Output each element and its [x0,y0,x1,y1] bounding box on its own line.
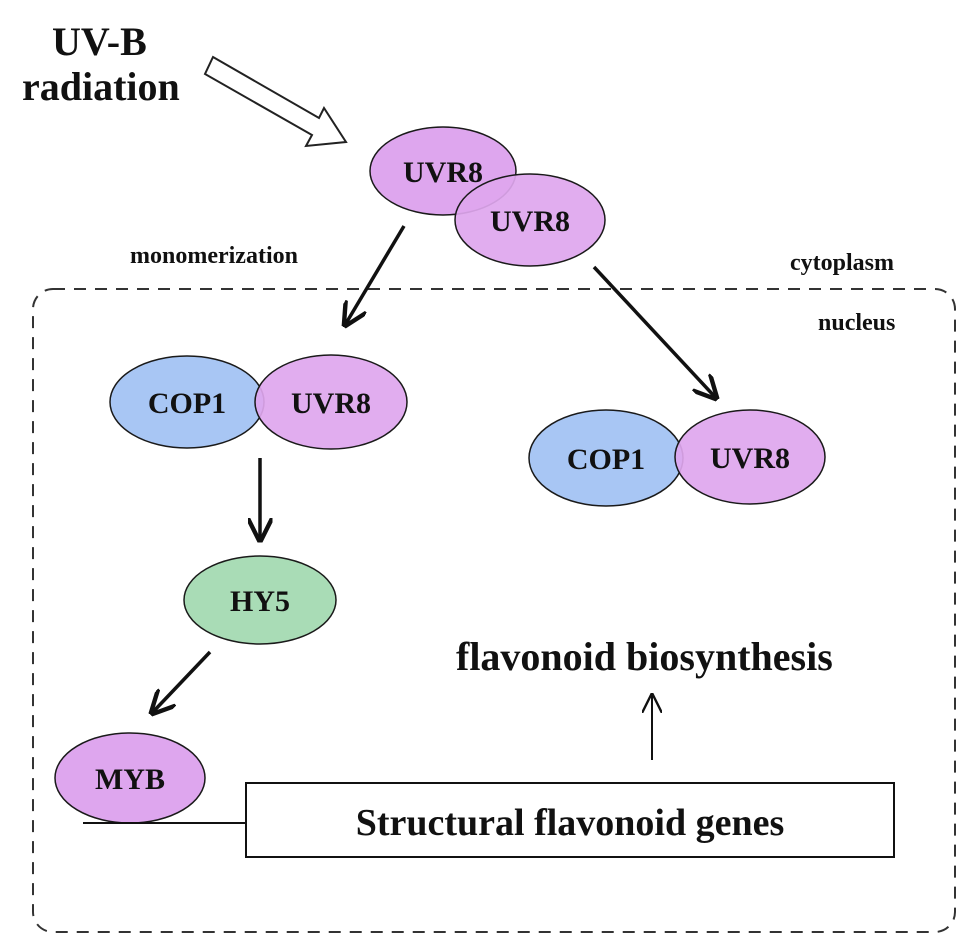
nucleus-label: nucleus [818,310,895,336]
cytoplasm-label: cytoplasm [790,250,894,276]
right-uvr8-ellipse [674,409,826,505]
flavonoid-biosynthesis-label: flavonoid biosynthesis [456,634,833,679]
uvr8-dimer-label-a: UVR8 [403,156,483,189]
arrow-dimer-to-right-complex [592,265,716,398]
right-cop1-label: COP1 [567,443,645,476]
hy5-ellipse [183,555,337,645]
arrow-hy5-to-myb [152,650,212,713]
hy5-label: HY5 [230,585,290,618]
myb-label: MYB [95,763,165,796]
structural-genes-label: Structural flavonoid genes [356,802,785,844]
left-cop1-label: COP1 [148,387,226,420]
uvb-label-line1: UV-B [52,19,147,64]
left-uvr8-ellipse [254,354,408,450]
uvr8-dimer-ellipse-b [454,173,606,267]
uvb-label-line2: radiation [22,64,180,109]
nucleus-boundary [32,288,956,933]
right-uvr8-label: UVR8 [710,442,790,475]
left-uvr8-label: UVR8 [291,387,371,420]
uvr8-dimer-label-b: UVR8 [490,205,570,238]
uvb-hollow-arrow [203,55,348,148]
structural-genes-box [245,782,895,858]
arrow-dimer-to-left-complex [345,225,406,325]
monomerization-label: monomerization [130,243,298,269]
